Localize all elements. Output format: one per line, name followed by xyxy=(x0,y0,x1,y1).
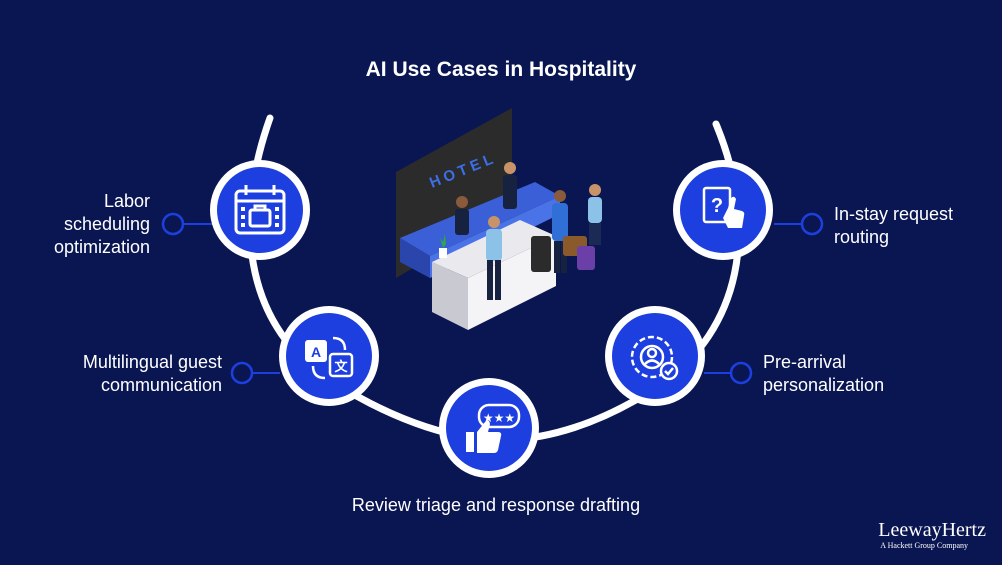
brand-tagline: A Hackett Group Company xyxy=(880,541,969,550)
connector-labor xyxy=(161,212,212,236)
svg-text:★★★: ★★★ xyxy=(483,411,515,425)
question-card-hand-icon: ? xyxy=(702,186,745,228)
node-review-triage: ★★★ xyxy=(439,378,539,478)
translate-icon: A 文 xyxy=(305,336,354,380)
connector-prearrival xyxy=(704,361,753,385)
node-multilingual: A 文 xyxy=(279,306,379,406)
label-labor-scheduling: Labor scheduling optimization xyxy=(53,191,150,257)
calendar-briefcase-icon xyxy=(234,185,286,235)
svg-text:?: ? xyxy=(711,195,723,217)
page-title: AI Use Cases in Hospitality xyxy=(365,58,637,81)
label-pre-arrival: Pre-arrival personalization xyxy=(763,352,885,395)
connector-instay xyxy=(774,212,824,236)
connector-multilingual xyxy=(230,361,280,385)
label-multilingual: Multilingual guest communication xyxy=(82,352,222,395)
hotel-reception-illustration: HOTEL xyxy=(396,108,602,330)
thumbs-up-stars-icon: ★★★ xyxy=(466,403,521,453)
user-gear-check-icon xyxy=(630,335,679,381)
brand-logo: LeewayHertz A Hackett Group Company xyxy=(878,519,986,551)
svg-text:A: A xyxy=(311,344,321,360)
brand-name: LeewayHertz xyxy=(878,519,986,541)
label-in-stay: In-stay request routing xyxy=(834,204,954,247)
node-pre-arrival xyxy=(605,306,705,406)
node-labor-scheduling xyxy=(210,160,310,260)
node-in-stay: ? xyxy=(673,160,773,260)
label-review-triage: Review triage and response drafting xyxy=(351,495,641,515)
svg-text:文: 文 xyxy=(334,359,348,375)
